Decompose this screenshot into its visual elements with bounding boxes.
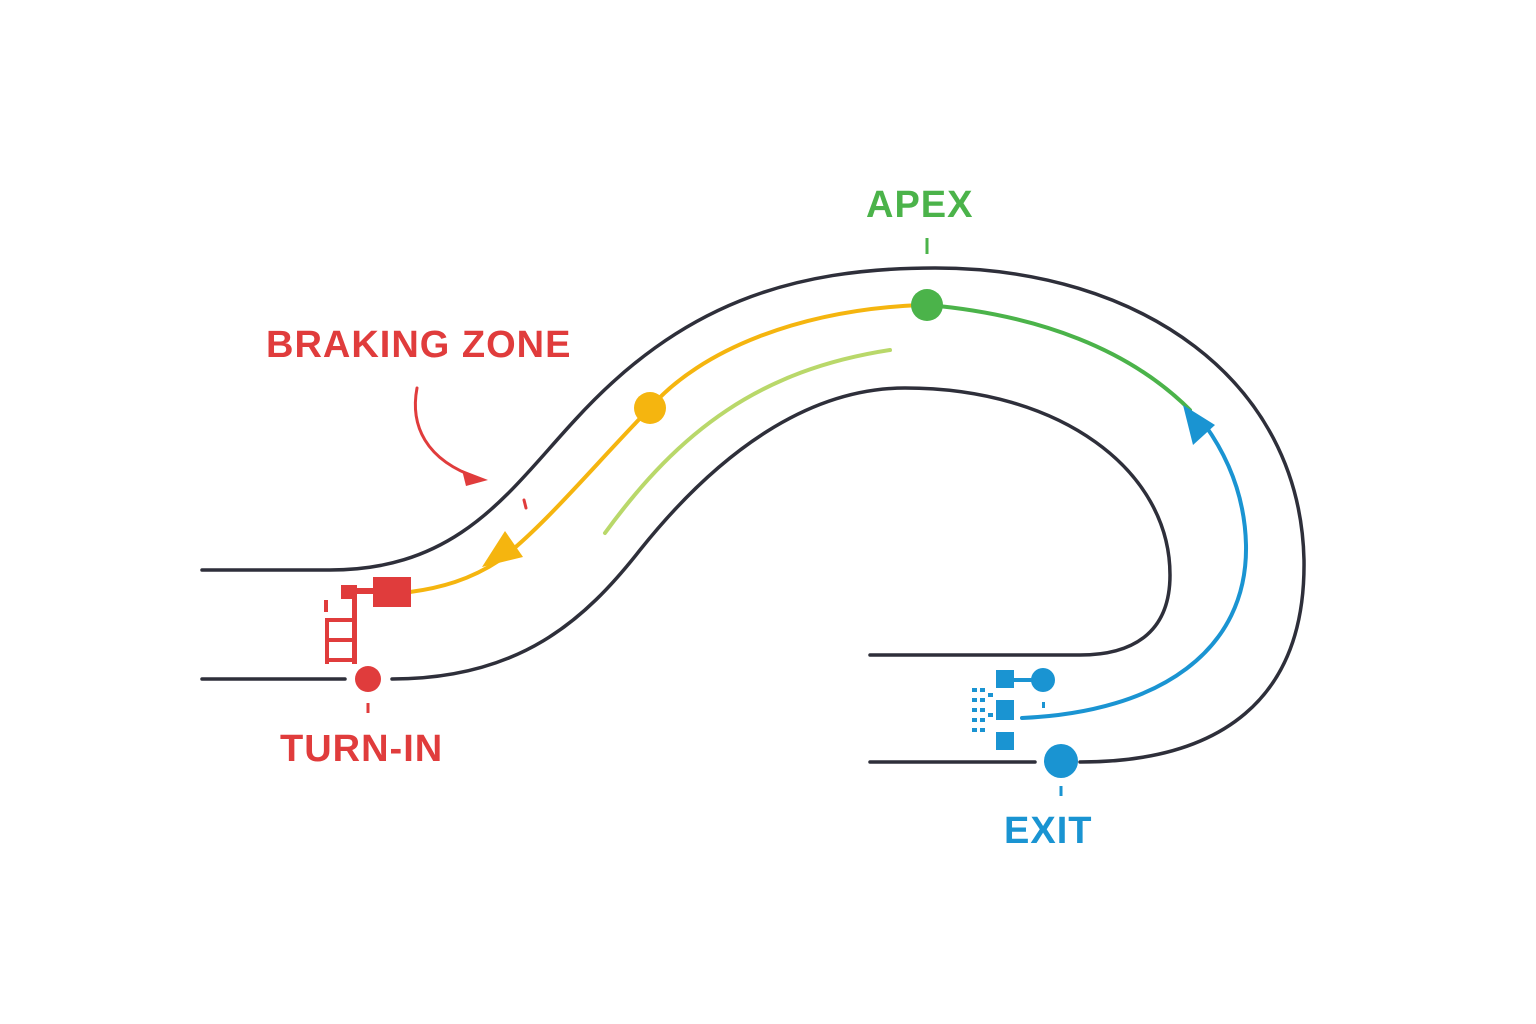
exit-arrowhead-icon <box>1183 405 1215 445</box>
braking-tick <box>522 498 528 510</box>
curved-arrow-icon <box>413 386 488 486</box>
exit-dot <box>1044 744 1078 778</box>
turn-in-dot <box>355 666 381 692</box>
entry-arrowhead-icon <box>482 531 523 567</box>
blue-grid-marker-icon <box>972 668 1055 750</box>
racing-line-apex <box>926 303 1192 412</box>
braking-zone-label: BRAKING ZONE <box>266 324 571 366</box>
track-inner-edge <box>200 386 1172 681</box>
racing-line-entry <box>408 303 922 594</box>
track-outer-edge <box>200 266 1306 764</box>
braking-dot <box>634 392 666 424</box>
exit-label: EXIT <box>1004 810 1092 852</box>
apex-label: APEX <box>866 184 973 226</box>
racing-line-exit <box>1020 423 1249 720</box>
track <box>200 266 1306 764</box>
apex-dot <box>911 289 943 321</box>
turn-in-label: TURN-IN <box>280 728 443 770</box>
secondary-line <box>603 348 892 535</box>
red-flag-marker-icon <box>324 577 411 664</box>
